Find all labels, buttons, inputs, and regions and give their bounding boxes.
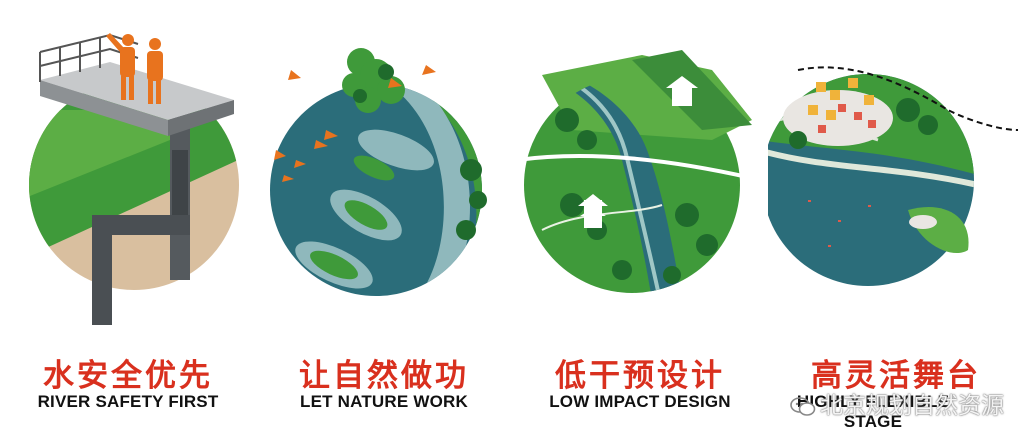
watermark: 北京规划自然资源 — [790, 386, 1004, 420]
title-en: HIGHLY FLEXIBLE STAGE — [796, 392, 950, 431]
title-en: LET NATURE WORK — [300, 392, 468, 411]
title-cn: 水安全优先 — [43, 358, 213, 394]
pagoda-icon — [666, 76, 698, 106]
river-safety-illustration — [29, 33, 239, 325]
watermark-text: 北京规划自然资源 — [820, 393, 1004, 419]
title-en: RIVER SAFETY FIRST — [37, 392, 219, 411]
flexible-stage-illustration — [768, 66, 1019, 286]
panel-flexible-stage: 高灵活舞台 HIGHLY FLEXIBLE STAGE — [768, 0, 1024, 440]
low-impact-illustration — [516, 50, 753, 293]
title-cn: 高灵活舞台 — [811, 358, 981, 394]
title-cn: 让自然做功 — [299, 358, 469, 394]
title-cn: 低干预设计 — [555, 358, 725, 394]
title-en: LOW IMPACT DESIGN — [549, 392, 731, 411]
nature-work-illustration — [270, 48, 487, 296]
pagoda-icon — [578, 194, 608, 228]
panel-river-safety: 水安全优先 RIVER SAFETY FIRST — [0, 0, 256, 440]
wechat-icon — [790, 396, 816, 416]
panel-let-nature-work: 让自然做功 LET NATURE WORK — [256, 0, 512, 440]
panel-low-impact-design: 低干预设计 LOW IMPACT DESIGN — [512, 0, 768, 440]
